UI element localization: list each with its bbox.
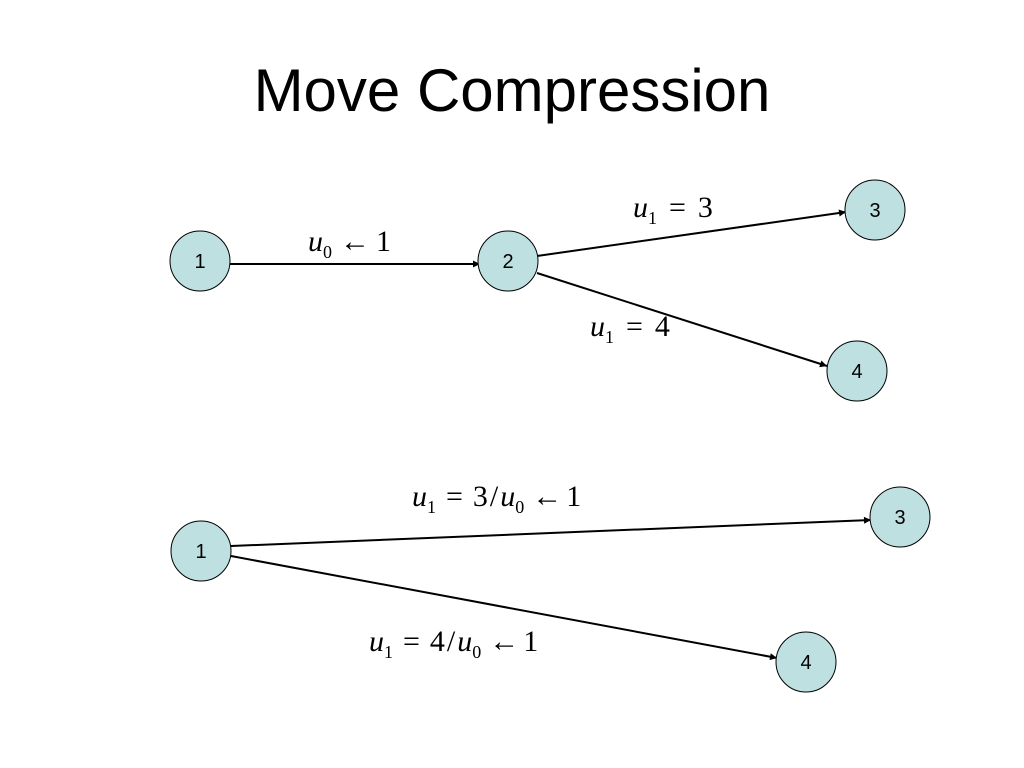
edge-label-u1-eq-4: u1=4 xyxy=(590,310,670,347)
edge-label-u1-eq-3: u1=3 xyxy=(633,191,713,228)
node-1-label: 1 xyxy=(195,541,206,563)
slide-title: Move Compression xyxy=(253,57,771,124)
node-4-label: 4 xyxy=(800,652,811,674)
node-3: 3 xyxy=(869,486,931,548)
edge-1-to-4 xyxy=(230,555,778,661)
bottom-graph: 1 3 4 u1=3/u0←1 u1=4/u0←1 xyxy=(170,480,931,693)
node-1: 1 xyxy=(169,230,231,292)
edge-1-to-3 xyxy=(230,516,872,547)
edge-label-u1-eq-3-over-u0-assign-1: u1=3/u0←1 xyxy=(412,480,581,517)
edge-label-u1-eq-4-over-u0-assign-1: u1=4/u0←1 xyxy=(369,625,538,662)
edge-2-to-3 xyxy=(536,209,847,257)
node-3-label: 3 xyxy=(869,200,880,222)
node-4: 4 xyxy=(826,340,888,402)
top-graph: 1 2 3 4 u0←1 u1=3 u xyxy=(169,179,906,402)
node-1-label: 1 xyxy=(194,251,205,273)
edge-2-to-4 xyxy=(536,272,828,368)
node-1: 1 xyxy=(170,520,232,582)
node-3: 3 xyxy=(844,179,906,241)
node-3-label: 3 xyxy=(894,507,905,529)
node-2-label: 2 xyxy=(502,251,513,273)
edge-label-u0-assign-1: u0←1 xyxy=(308,225,391,262)
node-2: 2 xyxy=(477,230,539,292)
node-4: 4 xyxy=(775,631,837,693)
node-4-label: 4 xyxy=(851,361,862,383)
